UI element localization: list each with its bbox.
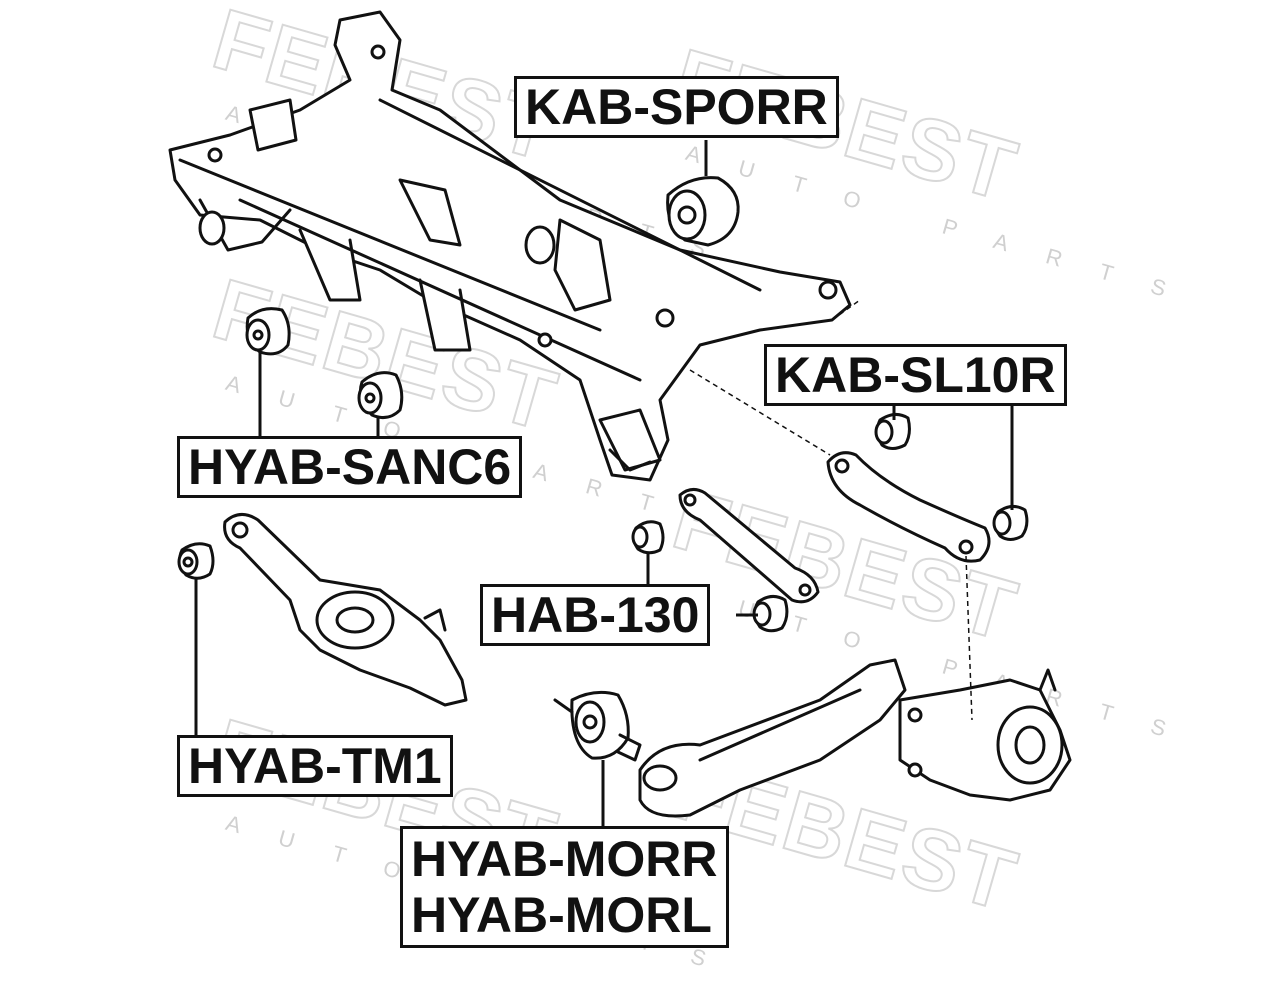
- bushing-hab-130-lower: [752, 595, 789, 633]
- bushing-hyab-sanc6-lower: [357, 371, 404, 420]
- bushing-hyab-tm1: [177, 542, 215, 580]
- bushing-kab-sl10r-lower: [992, 505, 1029, 541]
- part-label-hab-130: HAB-130: [480, 584, 711, 646]
- part-label-hyab-morr: HYAB-MORR: [411, 831, 718, 887]
- part-label-hyab-mor: HYAB-MORR HYAB-MORL: [400, 826, 729, 948]
- lateral-link: [678, 488, 820, 604]
- bushing-hab-130-upper: [631, 520, 665, 555]
- rear-subframe: [168, 10, 852, 482]
- part-label-hyab-sanc6: HYAB-SANC6: [177, 436, 523, 498]
- part-label-hyab-tm1: HYAB-TM1: [177, 735, 453, 797]
- dashed-guide-line: [689, 369, 831, 456]
- trailing-arm: [638, 658, 907, 818]
- dashed-guide-line: [831, 299, 861, 321]
- bushing-kab-sporr: [666, 176, 740, 247]
- bushing-hyab-sanc6-upper: [245, 307, 291, 356]
- diagram-drawing: [168, 10, 1072, 828]
- bushing-kab-sl10r-upper: [874, 413, 911, 450]
- dashed-guide-line: [965, 555, 973, 721]
- bushing-hyab-morr: [553, 690, 642, 762]
- lower-control-arm: [223, 513, 468, 707]
- part-label-kab-sporr: KAB-SPORR: [514, 76, 839, 138]
- part-label-hyab-morl: HYAB-MORL: [411, 887, 712, 943]
- parts-diagram: FEBEST AUTO PARTS FEBEST AUTO PARTS FEBE…: [168, 0, 1207, 982]
- rear-knuckle: [898, 668, 1072, 802]
- part-label-kab-sl10r: KAB-SL10R: [764, 344, 1067, 406]
- upper-control-arm: [826, 451, 991, 563]
